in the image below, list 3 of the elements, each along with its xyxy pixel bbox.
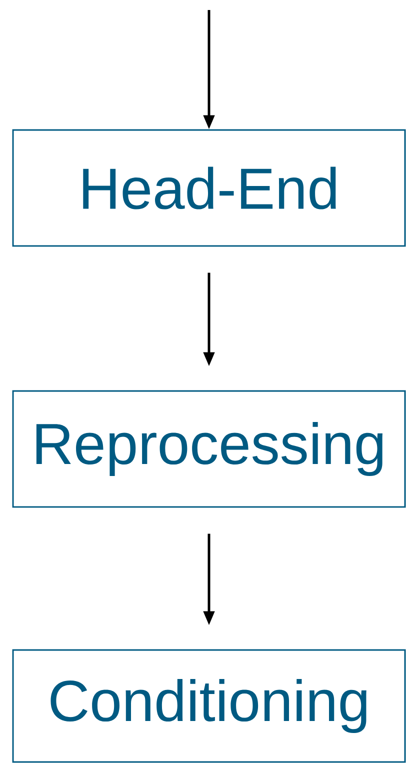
process-box: Reprocessing xyxy=(12,390,406,508)
process-box: Head-End xyxy=(12,129,406,247)
process-box: Conditioning xyxy=(12,649,406,763)
